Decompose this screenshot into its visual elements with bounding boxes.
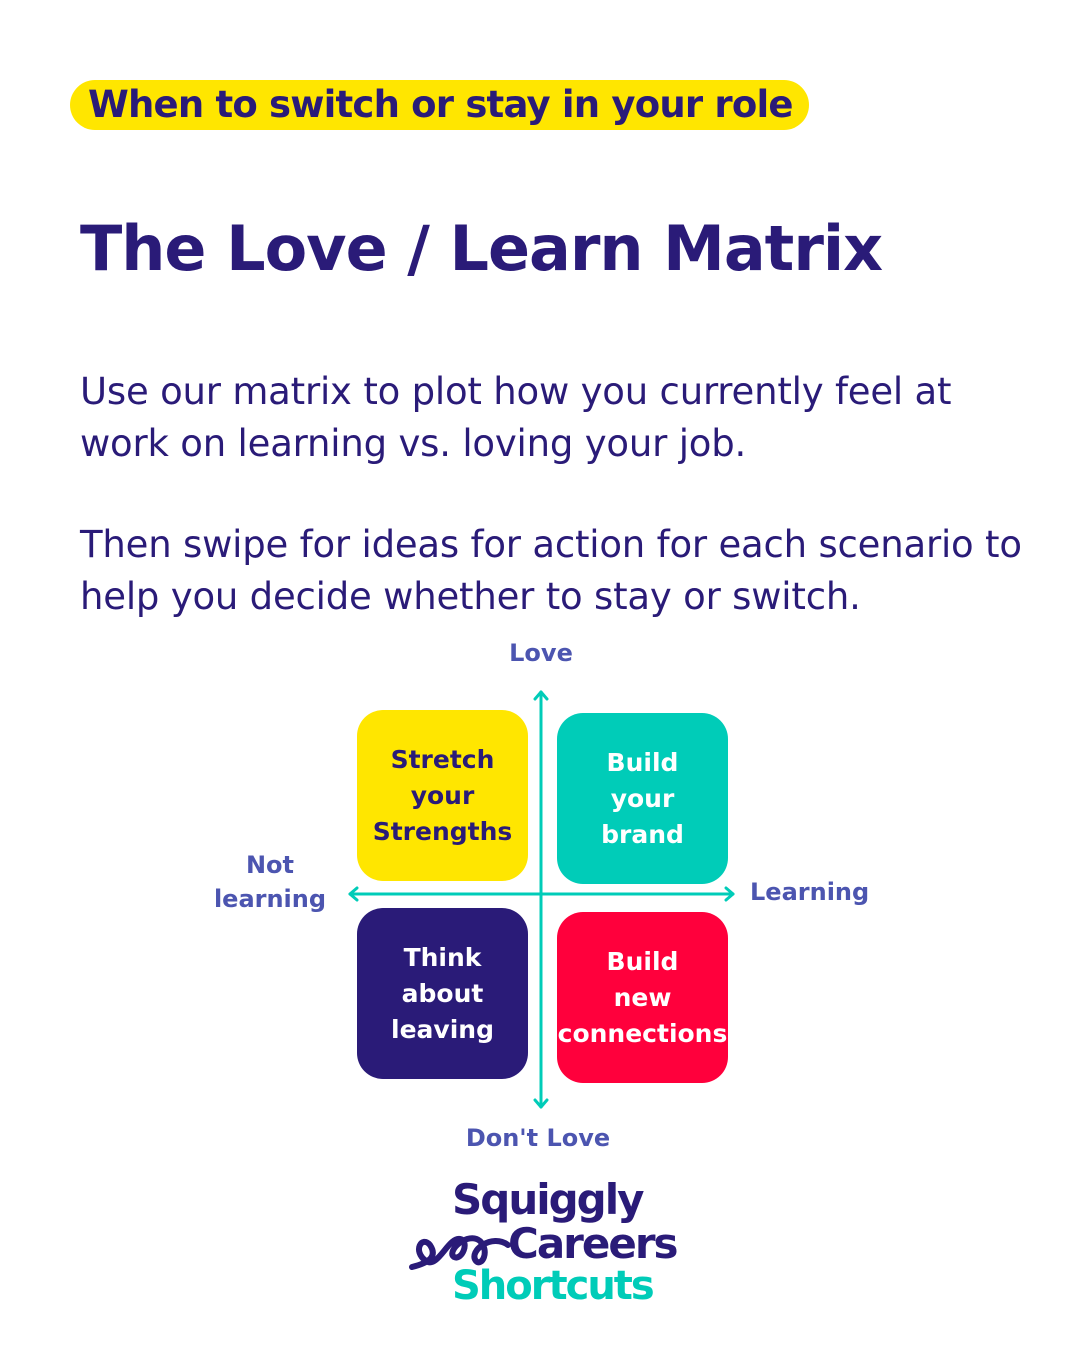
logo-line-shortcuts: Shortcuts <box>452 1263 655 1309</box>
arrow-up-icon <box>533 690 549 701</box>
quadrant-build-brand: Build your brand <box>557 713 728 884</box>
axis-label-text: learning <box>213 885 327 913</box>
quadrant-text: Stretch <box>390 744 495 774</box>
quadrant-text: brand <box>601 819 684 849</box>
quadrant-build-connections: Build new connections <box>557 912 728 1083</box>
squiggly-careers-logo: Squiggly Careers Shortcuts <box>400 1175 690 1310</box>
axis-label-learning: Learning <box>750 878 870 906</box>
axis-label-love: Love <box>509 639 573 667</box>
quadrant-text: your <box>610 783 675 813</box>
page-title: The Love / Learn Matrix <box>80 212 883 285</box>
axis-label-text: Not <box>245 851 295 879</box>
arrow-right-icon <box>724 886 735 902</box>
topic-tag: When to switch or stay in your role <box>70 80 809 130</box>
quadrant-text: connections <box>557 1018 728 1048</box>
logo-line-careers: Careers <box>508 1219 679 1268</box>
quadrant-text: Build <box>606 946 679 976</box>
quadrant-text: Think <box>403 942 482 972</box>
squiggle-icon <box>409 1235 511 1270</box>
axis-label-not-learning: Not learning <box>200 848 340 916</box>
quadrant-text: about <box>401 978 484 1008</box>
quadrant-text: your <box>410 780 475 810</box>
intro-paragraph-2: Then swipe for ideas for action for each… <box>80 523 1022 618</box>
axis-label-dont-love: Don't Love <box>465 1124 611 1152</box>
quadrant-text: Build <box>606 747 679 777</box>
quadrant-think-leaving: Think about leaving <box>357 908 528 1079</box>
logo-line-squiggly: Squiggly <box>452 1175 645 1224</box>
arrow-down-icon <box>533 1098 549 1109</box>
quadrant-text: Strengths <box>372 816 513 846</box>
intro-paragraph-1: Use our matrix to plot how you currently… <box>80 370 952 465</box>
quadrant-text: new <box>613 982 672 1012</box>
quadrant-text: leaving <box>391 1014 494 1044</box>
arrow-left-icon <box>348 886 359 902</box>
